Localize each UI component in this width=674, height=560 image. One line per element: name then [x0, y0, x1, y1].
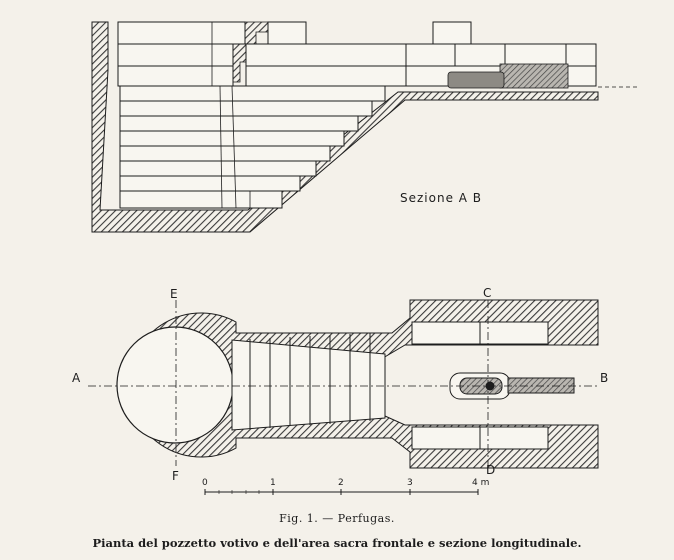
- scale-tick-4: 4 m: [472, 478, 489, 488]
- plan-drawing: A B C D E F: [72, 286, 608, 483]
- scale-tick-1: 1: [270, 478, 276, 488]
- section-earth: [91, 21, 599, 233]
- section-steps: [117, 21, 407, 209]
- plan-axes: [88, 300, 600, 470]
- section-drawing: Sezione A B: [91, 21, 640, 233]
- figure-caption-title: Pianta del pozzetto votivo e dell'area s…: [92, 536, 582, 550]
- plan-steps: [249, 333, 371, 429]
- plan-label-e: E: [170, 287, 178, 301]
- plan-benches: [411, 321, 549, 450]
- plan-label-d: D: [486, 463, 495, 477]
- section-label: Sezione A B: [400, 191, 482, 205]
- scale-tick-2: 2: [338, 478, 344, 488]
- scale-tick-3: 3: [407, 478, 413, 488]
- plan-label-f: F: [172, 469, 179, 483]
- plan-label-b: B: [600, 371, 608, 385]
- plan-label-a: A: [72, 371, 81, 385]
- section-altar-block: [499, 63, 569, 89]
- figure-caption-number: Fig. 1. — Perfugas.: [279, 512, 395, 525]
- scale-bar: 0 1 2 3 4 m: [202, 478, 489, 495]
- plan-corridor: [231, 339, 386, 431]
- plan-well: [116, 326, 234, 444]
- scale-tick-0: 0: [202, 478, 208, 488]
- plan-label-c: C: [483, 286, 491, 300]
